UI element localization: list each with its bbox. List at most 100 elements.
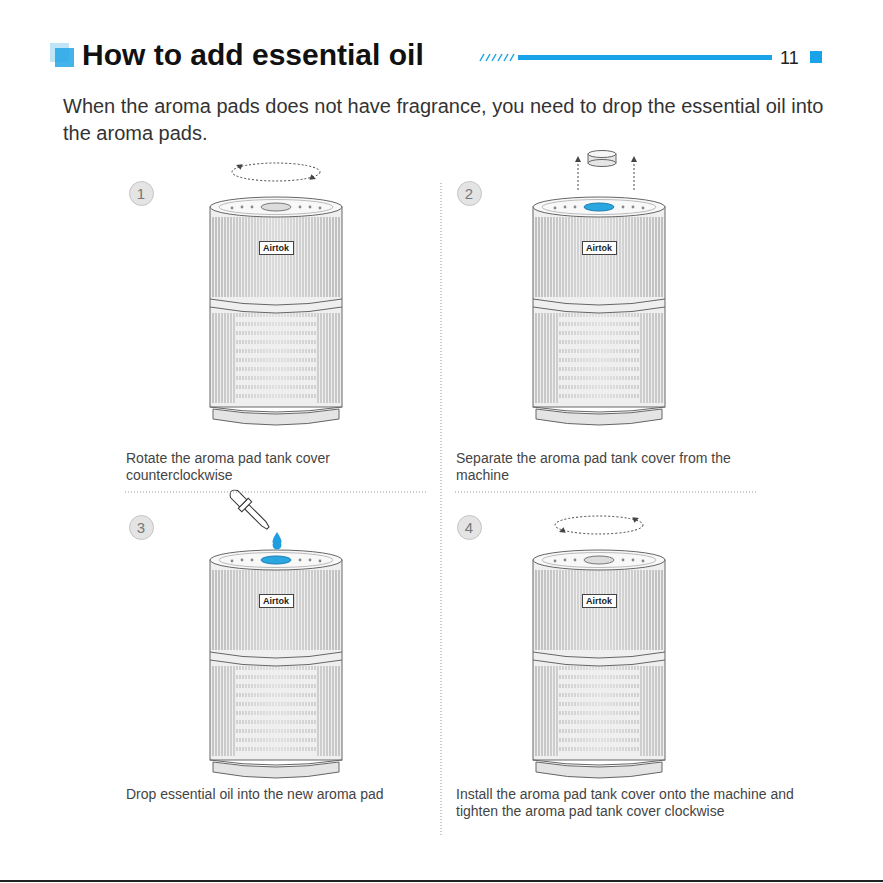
grille-line	[542, 666, 543, 756]
grille-line	[267, 217, 268, 297]
grille-line	[605, 666, 606, 756]
aroma-cover	[584, 556, 614, 564]
grille-line	[608, 313, 609, 403]
grille-line	[536, 570, 537, 650]
grille-line	[243, 570, 244, 650]
button-dot	[309, 206, 312, 209]
grille-line	[605, 217, 606, 297]
brand-logo: Airtok	[582, 594, 617, 608]
grille-line	[294, 217, 295, 297]
purifier-base	[536, 762, 662, 778]
grille-line	[617, 570, 618, 650]
grille-line	[255, 217, 256, 297]
grille-line	[240, 570, 241, 650]
grille-line	[641, 666, 642, 756]
grille-line	[267, 570, 268, 650]
grille-line	[285, 570, 286, 650]
top-ring	[542, 200, 656, 215]
grille-line	[300, 217, 301, 297]
grille-line	[336, 217, 337, 297]
grille-line	[336, 313, 337, 403]
grille-line	[243, 313, 244, 403]
grille-line	[327, 313, 328, 403]
grille-line	[324, 313, 325, 403]
grille-line	[333, 570, 334, 650]
grille-line	[303, 666, 304, 756]
grille-line	[632, 313, 633, 403]
grille-line	[644, 570, 645, 650]
grille-line	[270, 570, 271, 650]
grille-line	[225, 313, 226, 403]
grille-line	[593, 313, 594, 403]
grille-line	[599, 217, 600, 297]
grille-line	[243, 217, 244, 297]
button-dot	[632, 206, 635, 209]
step-caption: Drop essential oil into the new aroma pa…	[126, 786, 426, 803]
grille-line	[243, 666, 244, 756]
grille-line	[276, 666, 277, 756]
grille-line	[318, 217, 319, 297]
grille-line	[234, 217, 235, 297]
step-caption: Install the aroma pad tank cover onto th…	[456, 786, 836, 820]
grille-line	[596, 217, 597, 297]
rotation-path	[555, 516, 643, 534]
arrow-head	[575, 156, 581, 162]
grille-line	[309, 570, 310, 650]
grille-line	[632, 666, 633, 756]
grille-line	[662, 666, 663, 756]
grille-line	[581, 666, 582, 756]
purifier-body	[210, 560, 342, 760]
grille-line	[213, 666, 214, 756]
grille-line	[339, 217, 340, 297]
grille-line	[216, 313, 217, 403]
grille-line	[339, 313, 340, 403]
rotation-path	[232, 163, 320, 181]
grille-line	[575, 666, 576, 756]
grille-line	[279, 570, 280, 650]
grille-line	[569, 666, 570, 756]
header-hatch	[480, 54, 484, 61]
step-number: 4	[457, 515, 482, 540]
grille-line	[620, 217, 621, 297]
grille-line	[339, 570, 340, 650]
grille-line	[626, 217, 627, 297]
oil-drop	[273, 532, 282, 550]
grille-line	[339, 666, 340, 756]
grille-line	[297, 313, 298, 403]
button-dot	[299, 559, 302, 562]
grille-line	[237, 570, 238, 650]
button-dot	[554, 560, 557, 563]
button-dot	[241, 559, 244, 562]
seam-line	[210, 299, 342, 305]
seam-line	[533, 660, 665, 666]
grille-line	[246, 666, 247, 756]
grille-line	[602, 570, 603, 650]
grille-line	[240, 313, 241, 403]
grille-line	[647, 217, 648, 297]
grille-line	[617, 217, 618, 297]
button-dot	[251, 559, 254, 562]
grille-line	[587, 666, 588, 756]
grille-line	[228, 313, 229, 403]
grille-line	[297, 666, 298, 756]
button-dot	[309, 559, 312, 562]
intro-text: When the aroma pads does not have fragra…	[63, 93, 833, 147]
grille-line	[327, 217, 328, 297]
grille-line	[626, 666, 627, 756]
dropper	[226, 486, 273, 533]
grille-line	[539, 217, 540, 297]
grille-line	[647, 570, 648, 650]
grille-line	[599, 570, 600, 650]
grille-line	[285, 313, 286, 403]
grille-line	[590, 217, 591, 297]
grille-line	[635, 570, 636, 650]
grille-line	[336, 570, 337, 650]
purifier-top	[210, 197, 342, 217]
grille-line	[246, 313, 247, 403]
cover-top	[588, 151, 616, 158]
grille-line	[303, 313, 304, 403]
air-purifier	[210, 197, 342, 425]
grille-line	[578, 666, 579, 756]
grille-line	[315, 570, 316, 650]
grille-line	[279, 666, 280, 756]
